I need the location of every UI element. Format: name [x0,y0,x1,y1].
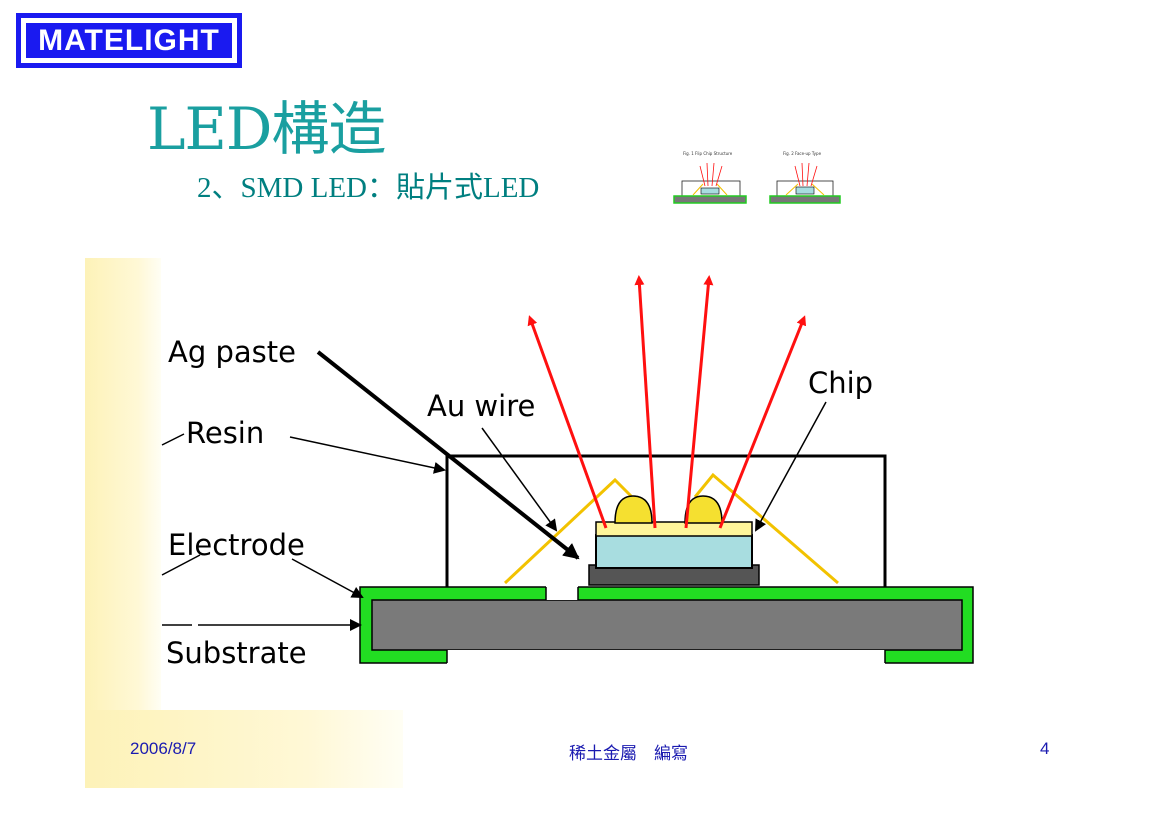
au-wire-right [693,472,839,585]
au-wire-left [503,477,634,585]
thumb-fig1-caption: Fig. 1 Flip Chip Structure [683,151,733,156]
footer-page-number: 4 [1040,739,1050,758]
leader-electrode [291,558,364,598]
footer-author: 稀土金屬 編寫 [569,744,688,763]
logo-text: MATELIGHT [26,23,232,58]
leader-au-wire [481,427,558,532]
leader-ag-paste [316,350,580,560]
chip-top-layer [595,521,753,537]
resin-outline [445,454,887,587]
label-resin: Resin [186,416,264,450]
electrode-top-gap [546,586,578,600]
thumbnail-figures: Fig. 1 Flip Chip Structure Fig. 2 Face-u… [673,151,841,204]
footer-date: 2006/8/7 [130,739,197,758]
light-ray-1 [527,315,608,529]
thumb-fig1 [673,162,747,204]
light-ray-2 [634,275,657,529]
thumb-fig2-caption: Fig. 2 Face-up Type [783,151,822,156]
substrate-block [371,599,963,651]
light-ray-4 [718,315,807,529]
leader-chip [755,401,827,532]
leader-resin [289,436,446,474]
light-ray-3 [684,275,714,529]
label-substrate: Substrate [166,636,307,670]
label-electrode: Electrode [168,528,305,562]
slide-subtitle: 2、SMD LED：貼片式LED [197,172,540,204]
label-chip: Chip [808,366,873,400]
chip-body [595,534,753,569]
leader-electrode-tail [161,554,201,576]
decorative-bar-vertical [85,258,161,788]
slide-title: LED構造 [147,95,386,163]
label-au-wire: Au wire [427,389,535,423]
bump-right [684,495,723,524]
electrode-bottom-gap [447,650,885,664]
thumb-fig2 [769,162,841,204]
decorative-bar-horizontal [85,710,403,788]
bump-left [614,495,653,524]
leader-resin-tail [161,433,185,446]
matelight-logo: MATELIGHT [16,13,242,68]
label-ag-paste: Ag paste [168,335,296,369]
